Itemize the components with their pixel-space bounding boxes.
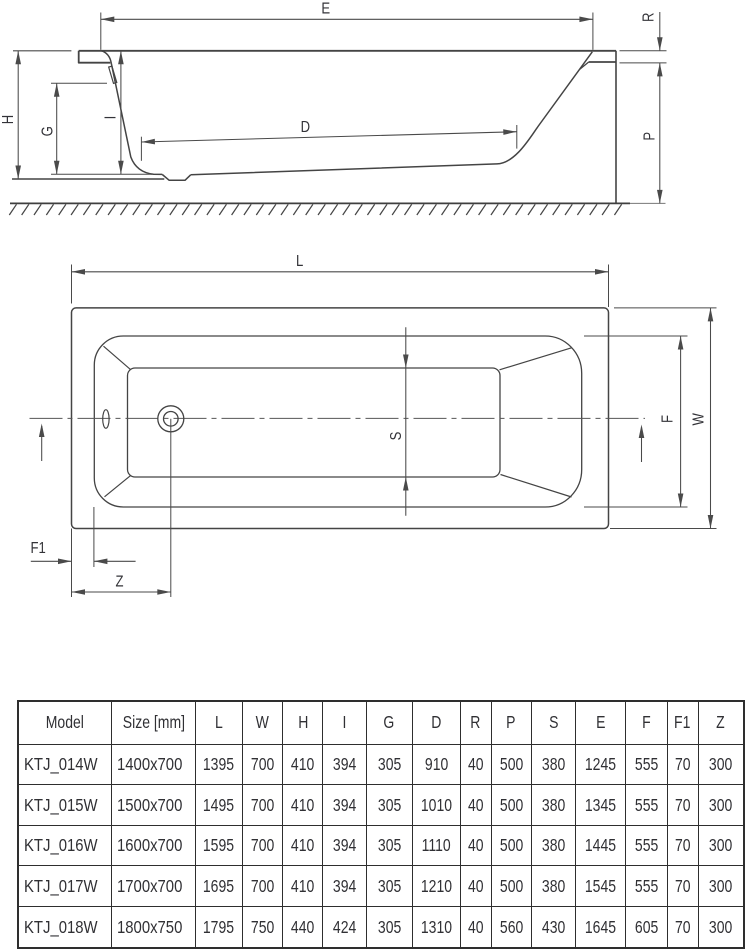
svg-text:G: G [39,126,56,136]
svg-text:F1: F1 [31,540,46,557]
svg-text:L: L [296,253,303,270]
svg-text:I: I [102,116,119,120]
svg-text:R: R [640,13,657,22]
svg-text:Z: Z [115,573,123,590]
svg-text:F: F [659,415,676,423]
svg-text:D: D [301,119,310,136]
svg-text:P: P [641,132,658,141]
svg-text:E: E [321,0,330,17]
svg-text:S: S [388,431,405,440]
svg-text:H: H [0,115,17,124]
svg-text:W: W [690,413,707,426]
